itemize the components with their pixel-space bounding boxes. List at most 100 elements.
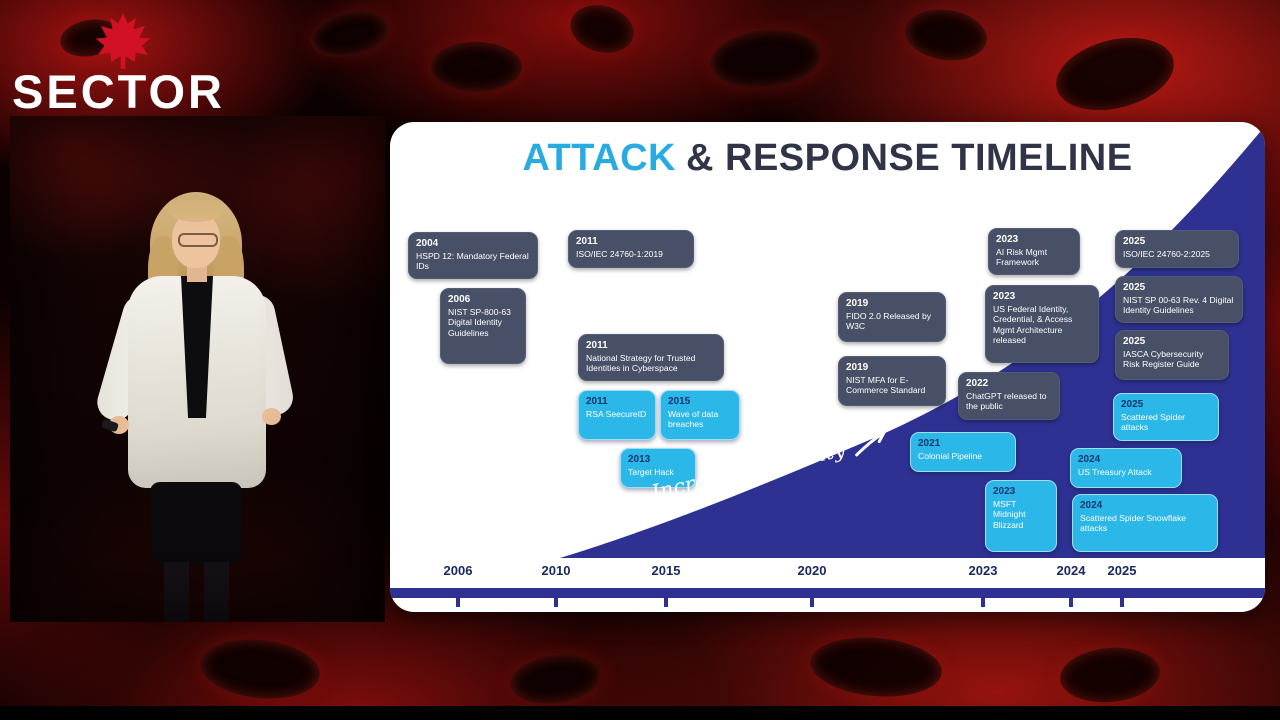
background-cell — [807, 632, 945, 702]
event-text: NIST SP 00-63 Rev. 4 Digital Identity Gu… — [1123, 295, 1234, 316]
presenter-hand — [262, 408, 281, 425]
background-cell — [901, 4, 991, 66]
background-cell — [1057, 643, 1163, 707]
event-text: HSPD 12: Mandatory Federal IDs — [416, 251, 529, 272]
event-year: 2011 — [576, 236, 598, 247]
event-card: 2023 AI Risk Mgmt Framework — [988, 228, 1080, 275]
background-cell — [1048, 26, 1182, 122]
event-text: National Strategy for Trusted Identities… — [586, 353, 696, 374]
axis-tick — [664, 598, 668, 607]
event-year: 2023 — [993, 291, 1016, 302]
event-text: ISO/IEC 24760-1:2019 — [576, 249, 663, 259]
event-year: 2006 — [448, 294, 471, 305]
event-text: NIST MFA for E-Commerce Standard — [846, 375, 926, 396]
event-year: 2019 — [846, 298, 869, 309]
axis-year-label: 2023 — [968, 563, 998, 578]
presenter-leg — [204, 562, 229, 622]
event-year: 2025 — [1123, 282, 1146, 293]
background-cell — [306, 4, 394, 64]
event-year: 2025 — [1123, 336, 1146, 347]
background-cell — [707, 24, 825, 94]
presenter-video — [10, 116, 385, 622]
timeline-bar — [390, 588, 1265, 598]
axis-tick — [1069, 598, 1073, 607]
axis-tick — [810, 598, 814, 607]
presenter-dress — [181, 276, 213, 418]
sector-logo: SECTOR — [12, 12, 252, 115]
background-cell — [565, 0, 639, 60]
event-text: RSA SeecureID — [586, 409, 647, 419]
slide-title: ATTACK& RESPONSE TIMELINE — [390, 137, 1265, 180]
event-text: IASCA Cybersecurity Risk Register Guide — [1123, 349, 1204, 370]
event-text: Wave of data breaches — [668, 409, 719, 430]
background-cell — [430, 42, 522, 92]
event-text: US Treasury Attack — [1078, 467, 1152, 477]
event-year: 2013 — [628, 454, 651, 465]
axis-tick — [981, 598, 985, 607]
letterbox-bar — [0, 706, 1280, 720]
event-text: Scattered Spider Snowflake attacks — [1080, 513, 1187, 534]
event-year: 2004 — [416, 238, 439, 249]
presenter-skirt — [150, 482, 242, 566]
axis-year-label: 2020 — [797, 563, 827, 578]
event-year: 2025 — [1123, 236, 1146, 247]
event-year: 2015 — [668, 396, 691, 407]
event-card: 2024 US Treasury Attack — [1070, 448, 1182, 488]
presenter-hair — [150, 192, 242, 296]
axis-tick — [554, 598, 558, 607]
axis-year-label: 2024 — [1056, 563, 1086, 578]
presenter-hair-lock — [214, 236, 244, 308]
event-text: NIST SP-800-63 Digital Identity Guidelin… — [448, 307, 511, 338]
presenter-glasses — [178, 233, 218, 247]
presenter-jacket — [128, 276, 266, 488]
axis-tick — [456, 598, 460, 607]
event-text: ChatGPT released to the public — [966, 391, 1047, 412]
background-cell — [197, 633, 323, 705]
event-year: 2019 — [846, 362, 869, 373]
event-card: 2023 US Federal Identity, Credential, & A… — [985, 285, 1099, 363]
presenter-arm — [235, 291, 297, 419]
presenter-hand — [109, 416, 129, 434]
maple-leaf-icon — [95, 13, 151, 69]
increasing-activity-label: Increasing activity — [649, 429, 886, 506]
presenter-leg — [164, 562, 189, 622]
presenter-fringe — [166, 194, 226, 222]
event-year: 2021 — [918, 438, 941, 449]
event-text: MSFT Midnight Blizzard — [993, 499, 1026, 530]
event-text: FIDO 2.0 Released by W3C — [846, 311, 932, 332]
event-year: 2024 — [1078, 454, 1101, 465]
event-text: Target Hack — [628, 467, 674, 477]
event-year: 2011 — [586, 340, 608, 351]
title-attack: ATTACK — [522, 137, 676, 179]
presenter-hair-lock — [148, 236, 178, 308]
axis-year-label: 2025 — [1107, 563, 1137, 578]
presenter-neck — [187, 264, 207, 282]
event-text: Colonial Pipeline — [918, 451, 983, 461]
background-cell — [507, 648, 605, 710]
title-rest: & RESPONSE TIMELINE — [686, 137, 1133, 179]
event-year: 2025 — [1121, 399, 1144, 410]
event-text: AI Risk Mgmt Framework — [996, 247, 1048, 268]
event-year: 2023 — [996, 234, 1019, 245]
axis-year-label: 2015 — [651, 563, 681, 578]
event-text: ISO/IEC 24760-2:2025 — [1123, 249, 1210, 259]
event-text: Scattered Spider attacks — [1121, 412, 1186, 433]
presenter-arm — [93, 291, 163, 425]
event-text: US Federal Identity, Credential, & Acces… — [993, 304, 1073, 346]
